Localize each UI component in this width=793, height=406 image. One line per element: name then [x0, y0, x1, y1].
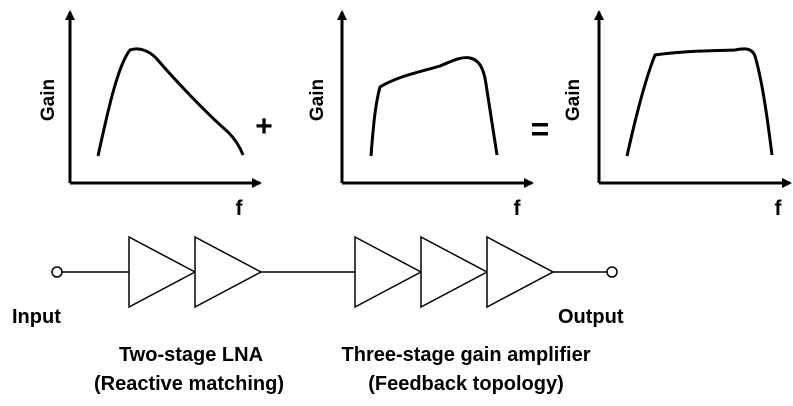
plot-amplifier-gain: Gain f — [307, 10, 534, 220]
plot1-gain-curve — [96, 47, 245, 157]
output-terminal — [606, 266, 618, 278]
plot2-xlabel: f — [514, 197, 522, 220]
plot2-gain-curve — [369, 56, 499, 157]
plot2-ylabel: Gain — [307, 79, 328, 121]
equals-operator: = — [531, 111, 550, 147]
plus-operator: + — [255, 110, 273, 143]
output-label: Output — [558, 306, 624, 328]
gain-amp-stage-1 — [354, 235, 423, 309]
lna-stage-2 — [194, 235, 263, 309]
gain-amp-stage-3 — [486, 235, 555, 309]
plot3-xlabel: f — [775, 197, 783, 220]
lna-subtitle: (Reactive matching) — [94, 373, 284, 395]
plot3-ylabel: Gain — [563, 79, 584, 121]
input-label: Input — [12, 306, 61, 328]
plot3-gain-curve — [625, 47, 774, 157]
amplifier-subtitle: (Feedback topology) — [368, 373, 564, 395]
plot1-ylabel: Gain — [38, 79, 59, 121]
gain-amp-stage-2 — [420, 235, 489, 309]
lna-title: Two-stage LNA — [119, 344, 263, 366]
input-terminal — [51, 266, 63, 278]
lna-stage-1 — [128, 235, 197, 309]
plot-combined-gain: Gain f — [563, 10, 792, 220]
amplifier-title: Three-stage gain amplifier — [342, 344, 591, 366]
plot-lna-gain: Gain f — [38, 10, 262, 220]
amplifier-chain — [51, 235, 618, 309]
plot1-xlabel: f — [236, 197, 244, 220]
